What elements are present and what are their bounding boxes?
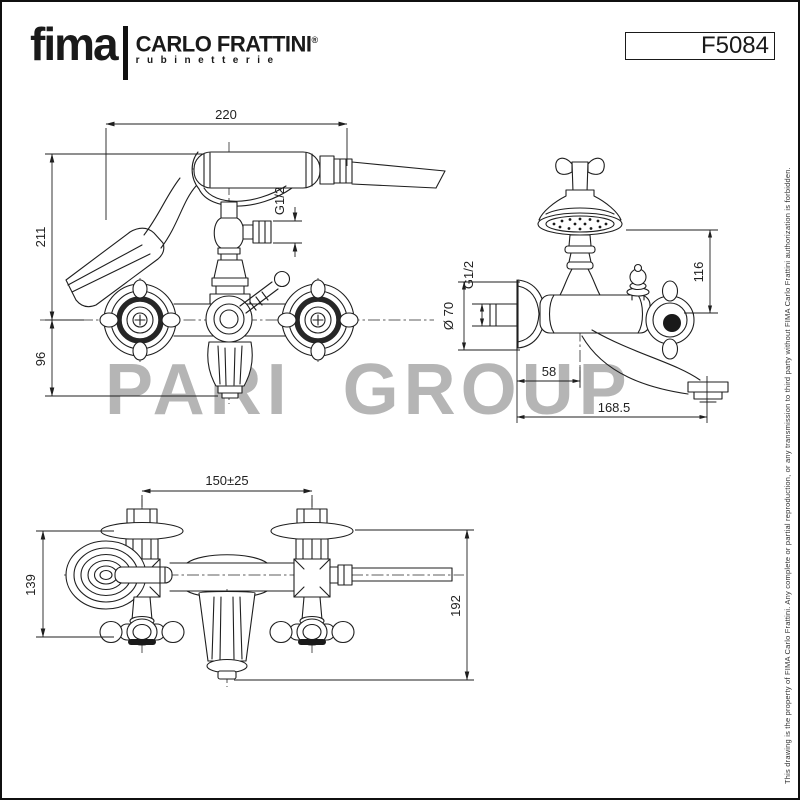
- front-view-drawing: 220 211 96 G1/2: [33, 107, 452, 412]
- logo-brand-text: fima: [30, 18, 119, 70]
- top-view-drawing: 150±25 139 192: [23, 473, 492, 697]
- front-dim-width: 220: [105, 107, 348, 220]
- front-dim-thread: G1/2: [272, 187, 302, 257]
- dim-label-d70: Ø 70: [441, 302, 456, 330]
- front-dim-height-lower: 96: [33, 319, 218, 397]
- dim-label-192: 192: [448, 595, 463, 617]
- copyright-disclaimer: This drawing is the property of FIMA Car…: [783, 167, 792, 784]
- side-view-drawing: 116 G1/2 Ø 70 58 168.5: [441, 142, 742, 432]
- handshower-front: [66, 152, 352, 307]
- dim-label-96: 96: [33, 352, 48, 366]
- brand-logo: fima CARLO FRATTINI® rubinetterie: [30, 18, 319, 80]
- product-code-box: F5084: [625, 32, 775, 60]
- cross-handle-side: [646, 281, 694, 359]
- dim-label-139: 139: [23, 574, 38, 596]
- top-dim-total: 192: [234, 529, 474, 681]
- logo-company-name: CARLO FRATTINI®: [135, 30, 319, 57]
- dim-label-g12-front: G1/2: [272, 187, 287, 215]
- watermark-text: PARI GROUP: [105, 350, 632, 430]
- side-dim-thread: G1/2: [461, 261, 494, 326]
- dim-label-116: 116: [691, 262, 706, 283]
- logo-divider-bar: [122, 26, 128, 80]
- side-dim-reach: 168.5: [516, 376, 707, 423]
- spray-nozzles: [552, 217, 608, 231]
- dim-label-150: 150±25: [205, 473, 248, 488]
- diverter-knob-side: [627, 265, 649, 301]
- hose-top: [330, 565, 452, 585]
- dim-label-211: 211: [33, 227, 48, 248]
- logo-name-block: CARLO FRATTINI® rubinetterie: [135, 30, 319, 67]
- registered-mark: ®: [311, 35, 319, 45]
- side-dim-flange: Ø 70: [441, 282, 520, 350]
- left-cross-handle: [100, 280, 180, 360]
- mixer-body-front: [100, 272, 358, 361]
- shower-cradle-column: [192, 152, 292, 304]
- logo-subtitle: rubinetterie: [135, 55, 281, 67]
- dim-label-1685: 168.5: [598, 400, 631, 415]
- side-dim-head-height: 116: [626, 230, 718, 313]
- shower-hose-front: [352, 162, 445, 188]
- top-dim-centers: 150±25: [141, 473, 313, 507]
- left-handle-top: [100, 597, 184, 645]
- dim-label-g12-side: G1/2: [461, 261, 476, 289]
- wall-flange-body: [490, 280, 650, 350]
- spout-top: [199, 592, 255, 680]
- logo-company-name-text: CARLO FRATTINI: [135, 31, 312, 57]
- diverter-lever: [240, 272, 290, 314]
- dim-label-220: 220: [215, 107, 237, 122]
- top-dim-depth: 139: [23, 530, 114, 638]
- spout-side: [582, 330, 728, 402]
- handshower-top: [66, 541, 172, 609]
- side-dim-wall-offset: 58: [517, 350, 580, 423]
- handshower-side: [538, 158, 622, 295]
- dim-label-58: 58: [542, 364, 556, 379]
- right-cross-handle: [278, 280, 358, 360]
- right-wall-union: [271, 509, 353, 597]
- spout-front: [208, 342, 253, 398]
- right-handle-top: [270, 597, 354, 645]
